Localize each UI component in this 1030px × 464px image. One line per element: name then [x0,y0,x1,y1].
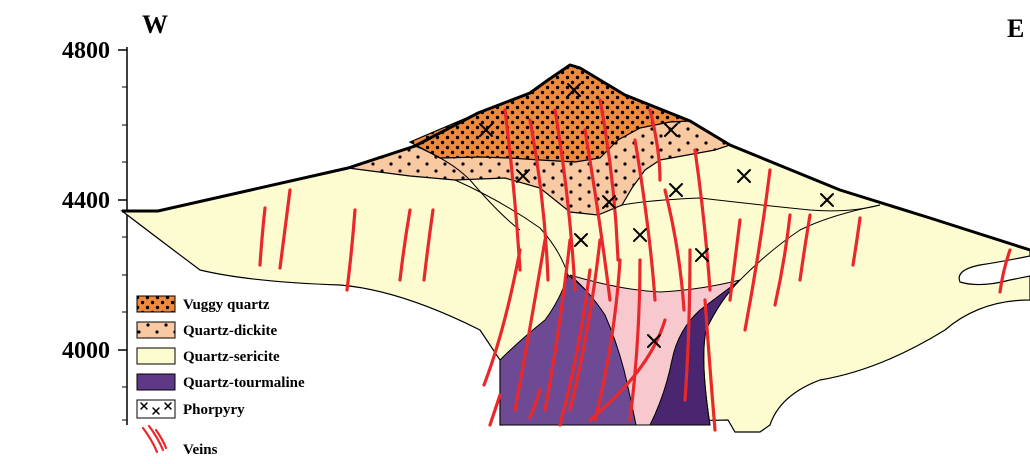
axis-tick-label-4000: 4000 [62,338,110,364]
legend-swatch-porphyry [137,400,175,418]
legend-swatch-veins [143,426,166,452]
legend-label-quartz-tourmaline: Quartz-tourmaline [183,375,305,391]
legend-swatch-quartz-sericite [137,348,175,364]
legend-swatch-quartz-dickite [137,322,175,338]
legend-label-quartz-dickite: Quartz-dickite [183,323,277,339]
legend: Vuggy quartz Quartz-dickite Quartz-seric… [137,296,305,458]
legend-label-vuggy-quartz: Vuggy quartz [183,297,270,313]
legend-swatch-quartz-tourmaline [137,374,175,390]
axis-tick-label-4400: 4400 [62,188,110,214]
legend-label-quartz-sericite: Quartz-sericite [183,349,280,365]
direction-east-label: E [1007,14,1024,43]
elevation-axis: 4800 4400 4000 [62,38,127,425]
vein [490,395,500,425]
axis-tick-label-4800: 4800 [62,38,110,64]
legend-label-porphyry: Phorpyry [183,402,245,418]
legend-label-veins: Veins [183,442,218,458]
direction-west-label: W [142,10,168,39]
legend-swatch-vuggy-quartz [137,296,175,312]
